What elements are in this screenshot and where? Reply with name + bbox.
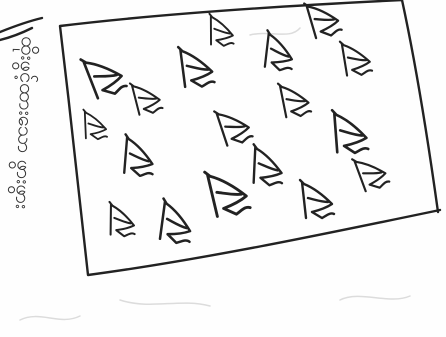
tent-sketch-icon [178, 46, 214, 87]
tent-sketch-icon [81, 50, 128, 100]
tent-group [81, 0, 390, 246]
tent-sketch-icon [300, 180, 334, 218]
tent-sketch-icon [248, 144, 288, 187]
tent-sketch-icon [304, 0, 342, 39]
tent-sketch-icon [81, 110, 108, 140]
caption-text: ထိုးဖွင့်ထားသော ဖွားဖွား [7, 36, 41, 210]
tent-sketch-icon [340, 40, 372, 76]
paper-bleed-through [20, 28, 410, 320]
tent-sketch-icon [278, 81, 311, 118]
tent-sketch-icon [352, 152, 390, 193]
tent-sketch-icon [331, 110, 370, 153]
tent-sketch-icon [214, 105, 253, 147]
tent-sketch-icon [130, 79, 163, 115]
tent-sketch-icon [205, 167, 251, 217]
tent-sketch-icon [106, 202, 139, 238]
tent-sketch-icon [259, 30, 299, 72]
corner-stroke [0, 18, 42, 32]
tent-sketch-icon [206, 14, 236, 47]
tent-sketch-icon [154, 199, 198, 246]
tent-sketch-icon [118, 134, 159, 178]
